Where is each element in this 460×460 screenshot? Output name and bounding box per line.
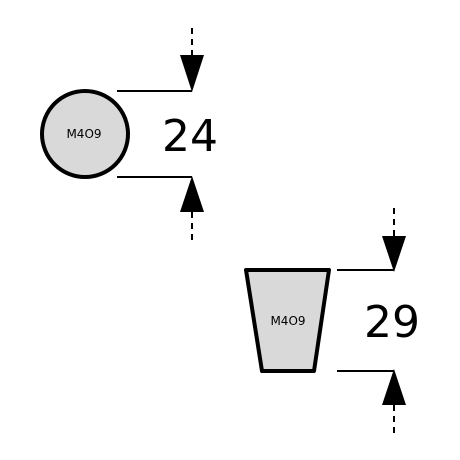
trapezoid-dimension-value: 29: [364, 297, 420, 348]
profile-round: M4O9 24: [40, 28, 218, 240]
round-profile-shape: [40, 89, 130, 179]
round-bottom-arrow-icon: [180, 176, 204, 212]
trapezoid-top-arrow-icon: [382, 236, 406, 272]
trapezoid-profile-code: M4O9: [270, 314, 305, 328]
profile-trapezoid: M4O9 29: [244, 208, 420, 434]
trapezoid-profile-shape: [244, 268, 331, 373]
trapezoid-bottom-arrow-icon: [382, 369, 406, 405]
round-profile-code: M4O9: [66, 127, 101, 141]
round-top-arrow-icon: [180, 55, 204, 92]
round-dimension-value: 24: [162, 111, 218, 162]
